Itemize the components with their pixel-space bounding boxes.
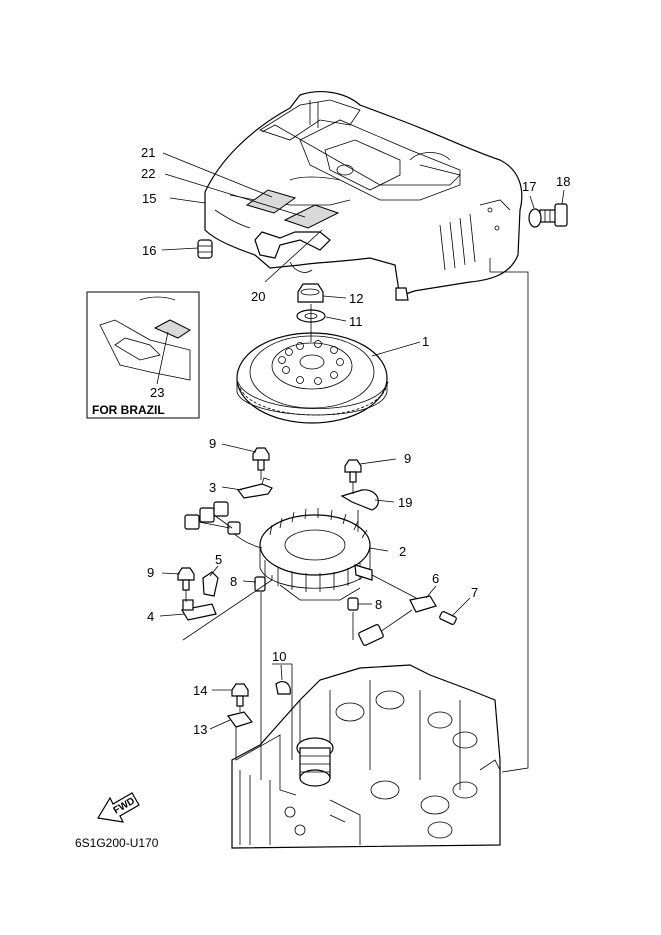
part-label-13: 13 xyxy=(193,722,207,737)
part-label-9-right: 9 xyxy=(404,451,411,466)
bolt-14 xyxy=(231,683,249,707)
alignment-lines xyxy=(182,258,529,796)
inset-title: FOR BRAZIL xyxy=(92,403,165,417)
part-label-11: 11 xyxy=(349,314,363,329)
collar-17 xyxy=(528,208,542,228)
part-label-8-right: 8 xyxy=(375,597,382,612)
part-label-16: 16 xyxy=(142,243,156,258)
part-label-8-left: 8 xyxy=(230,574,237,589)
collar-8-left xyxy=(254,576,266,592)
part-label-14: 14 xyxy=(193,683,207,698)
part-label-12: 12 xyxy=(349,291,363,306)
wire-harness xyxy=(184,501,263,549)
flywheel-cover xyxy=(204,90,523,301)
part-label-4: 4 xyxy=(147,609,154,624)
part-label-17: 17 xyxy=(522,179,536,194)
sensor-5 xyxy=(202,571,219,597)
part-label-21: 21 xyxy=(141,145,155,160)
drawing-code: 6S1G200-U170 xyxy=(75,836,159,850)
screw-7 xyxy=(439,611,457,625)
part-label-23: 23 xyxy=(150,385,164,400)
leader-lines xyxy=(156,152,565,730)
clamp-19 xyxy=(340,489,379,511)
collar-8-right xyxy=(347,597,359,611)
part-label-15: 15 xyxy=(142,191,156,206)
part-label-3: 3 xyxy=(209,480,216,495)
part-label-18: 18 xyxy=(556,174,570,189)
part-label-22: 22 xyxy=(141,166,155,181)
crankcase xyxy=(231,664,501,849)
bracket-4 xyxy=(181,599,217,621)
grommet-16 xyxy=(197,239,213,259)
fwd-arrow-icon: FWD xyxy=(97,792,140,823)
plate-13 xyxy=(226,711,254,728)
part-label-10: 10 xyxy=(272,649,286,664)
part-label-6: 6 xyxy=(432,571,439,586)
part-label-19: 19 xyxy=(398,495,412,510)
woodruff-key-10 xyxy=(275,681,291,695)
part-label-2: 2 xyxy=(399,544,406,559)
lead-wire-6 xyxy=(358,574,437,646)
bolt-18 xyxy=(539,203,568,227)
part-label-20: 20 xyxy=(251,289,265,304)
part-label-9-left: 9 xyxy=(147,565,154,580)
bolt-9-top xyxy=(252,447,270,471)
part-label-5: 5 xyxy=(215,552,222,567)
flywheel-1 xyxy=(236,332,389,424)
stator-2 xyxy=(259,508,373,601)
part-label-1: 1 xyxy=(422,334,429,349)
bracket-3 xyxy=(236,477,273,499)
bolt-9-left xyxy=(177,567,195,591)
part-label-9-top: 9 xyxy=(209,436,216,451)
nut-12 xyxy=(297,283,324,303)
part-label-7: 7 xyxy=(471,585,478,600)
brazil-inset: FOR BRAZIL xyxy=(86,291,200,419)
part-number-labels: 1 2 3 4 5 6 7 8 8 9 9 9 10 11 12 13 14 1… xyxy=(141,145,570,737)
bolt-9-right xyxy=(344,459,362,483)
